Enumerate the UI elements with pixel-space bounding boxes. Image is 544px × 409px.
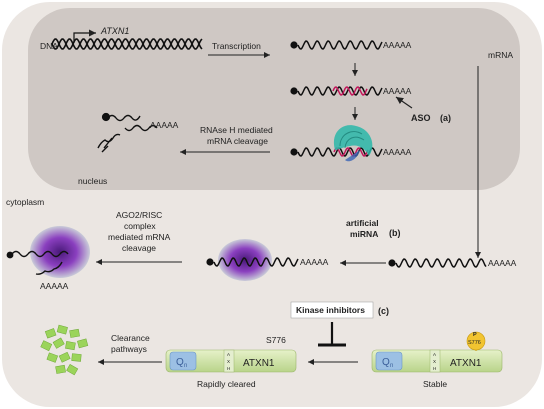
polyq-label: Q — [176, 357, 184, 368]
cleaved-risc-complex — [6, 226, 90, 278]
nucleus-compartment — [28, 8, 520, 190]
dna-label: DNA — [40, 41, 58, 51]
kinase-tag: (c) — [378, 306, 389, 316]
cytoplasm-label: cytoplasm — [6, 197, 44, 207]
clearance-label-1: Clearance — [111, 333, 150, 343]
polyq-subscript: n — [184, 363, 187, 369]
rnase-label-2: mRNA cleavage — [207, 136, 268, 146]
mirna-tag: (b) — [389, 228, 401, 238]
polyq-label: Q — [382, 357, 390, 368]
protein-name: ATXN1 — [243, 358, 275, 369]
phospho-site: S776 — [468, 340, 481, 346]
protein-name: ATXN1 — [450, 358, 482, 369]
polya-tail: AAAAA — [150, 120, 179, 130]
polya-tail: AAAAA — [488, 258, 517, 268]
cleaved-mrna-fragments — [97, 112, 158, 153]
polya-tail: AAAAA — [383, 147, 412, 157]
kinase-label: Kinase inhibitors — [296, 305, 365, 315]
polya-tail: AAAAA — [300, 257, 329, 267]
cytoplasmic-mrna: AAAAA — [388, 258, 517, 268]
aso-pointer-arrow — [395, 96, 413, 109]
mirna-label-2: miRNA — [350, 229, 378, 239]
axh-label: A — [227, 352, 230, 357]
mrna-rnase-complex: AAAAA — [290, 125, 412, 162]
polyq-domain — [169, 351, 197, 371]
polyq-domain — [375, 351, 403, 371]
polya-tail: AAAAA — [383, 86, 412, 96]
rapidly-cleared-label: Rapidly cleared — [197, 379, 256, 389]
aso-label: ASO — [411, 113, 431, 123]
ago-label-4: cleavage — [122, 243, 156, 253]
phospho-p: P — [473, 332, 477, 338]
stable-label: Stable — [423, 379, 447, 389]
atxn1-protein-unphosphorylated: Q n A X H ATXN1 — [165, 349, 297, 373]
ago-label-2: complex — [124, 221, 156, 231]
aso-tag: (a) — [440, 113, 451, 123]
phospho-s776-badge: P S776 — [466, 331, 486, 351]
kinase-inhibitor-box — [290, 301, 374, 319]
mirna-label-1: artificial — [346, 218, 379, 228]
axh-label-h: H — [227, 366, 230, 371]
polyq-subscript: n — [390, 363, 393, 369]
mrna-transcript-1: AAAAA — [290, 40, 412, 50]
dna-helix — [51, 38, 203, 50]
risc-complex — [218, 239, 272, 281]
mrna-label: mRNA — [488, 50, 513, 60]
polya-tail: AAAAA — [40, 281, 69, 291]
mrna-aso-duplex: AAAAA — [290, 86, 412, 96]
axh-label-x: X — [433, 359, 436, 364]
clearance-label-2: pathways — [111, 344, 147, 354]
axh-label-x: X — [227, 359, 230, 364]
degraded-protein-fragments — [40, 324, 89, 376]
atxn1-protein-phosphorylated: Q n A X H ATXN1 — [371, 349, 503, 373]
rnase-h-enzyme — [333, 125, 373, 162]
nucleus-label: nucleus — [78, 176, 107, 186]
ago-label-3: mediated mRNA — [108, 232, 171, 242]
rnase-label-1: RNAse H mediated — [200, 125, 273, 135]
transcription-start-arrow — [73, 29, 96, 43]
axh-label-a: A — [433, 352, 436, 357]
axh-domain — [429, 349, 441, 373]
axh-domain — [223, 349, 235, 373]
transcription-label: Transcription — [212, 41, 261, 51]
gene-label: ATXN1 — [100, 26, 129, 36]
s776-label: S776 — [266, 335, 286, 345]
polya-tail: AAAAA — [383, 40, 412, 50]
ago-label-1: AGO2/RISC — [116, 210, 162, 220]
axh-label-h: H — [433, 366, 436, 371]
risc-mrna-complex: AAAAA — [206, 239, 329, 281]
